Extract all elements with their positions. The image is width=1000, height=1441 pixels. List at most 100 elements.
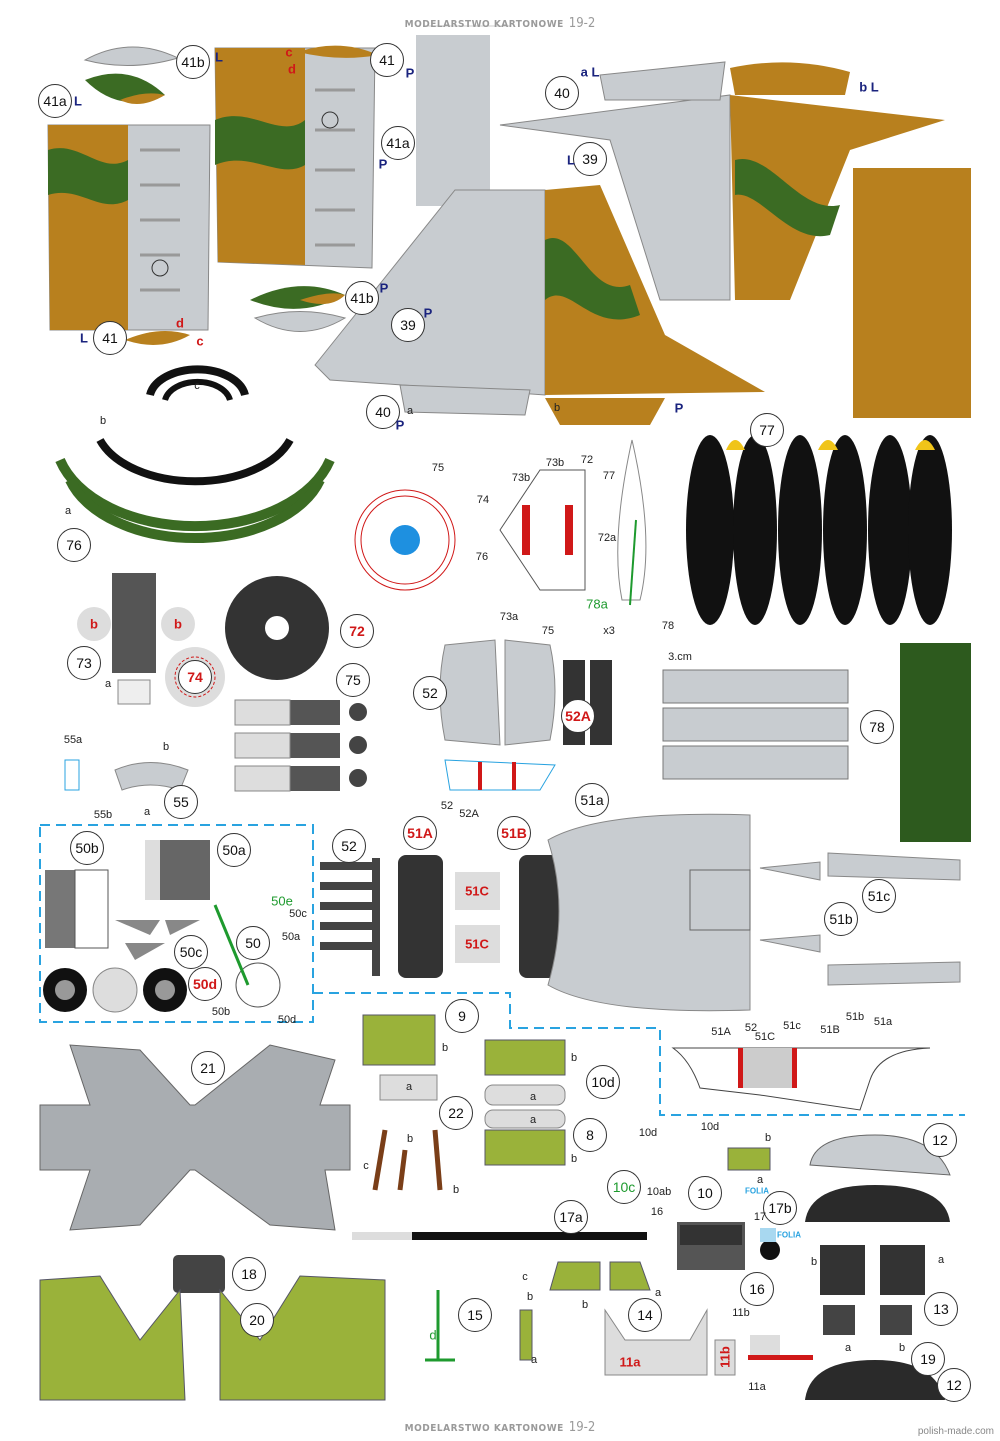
part-sub-label: 52A bbox=[459, 808, 479, 820]
part-number-callout: 15 bbox=[458, 1298, 492, 1332]
part-sub-label: 50d bbox=[277, 1014, 297, 1026]
part-number-callout: 9 bbox=[445, 999, 479, 1033]
part-number-callout: 8 bbox=[573, 1118, 607, 1152]
part-number-callout: 10d bbox=[586, 1065, 620, 1099]
part-sub-label: a L bbox=[580, 64, 600, 80]
part-sub-label: 72a bbox=[597, 532, 617, 544]
part-sub-label: 11b bbox=[732, 1307, 750, 1319]
part-sub-label: b bbox=[764, 1132, 772, 1144]
part-number-callout: 14 bbox=[628, 1298, 662, 1332]
part-sub-label: b bbox=[898, 1342, 906, 1354]
part-sub-label: 77 bbox=[602, 470, 616, 482]
part-sub-label: a bbox=[844, 1342, 852, 1354]
part-sub-label: FOLIA bbox=[777, 1230, 801, 1240]
part-sub-label: 74 bbox=[476, 494, 490, 506]
part-sub-label: b bbox=[570, 1153, 578, 1165]
part-sub-label: 73a bbox=[499, 611, 519, 623]
part-number-callout: 41 bbox=[370, 43, 404, 77]
header-title: MODELARSTWO KARTONOWE bbox=[404, 19, 564, 30]
part-sub-label: L bbox=[74, 93, 82, 109]
part-sub-label: 51a bbox=[873, 1016, 893, 1028]
part-sub-label: P bbox=[395, 417, 405, 433]
part-sub-label: b L bbox=[859, 79, 879, 95]
part-number-callout: 41b bbox=[345, 281, 379, 315]
part-41a-left bbox=[47, 124, 211, 331]
part-sub-label: 51C bbox=[465, 883, 489, 899]
part-number-callout: 50b bbox=[70, 831, 104, 865]
part-sub-label: a bbox=[654, 1287, 662, 1299]
part-sub-label: c bbox=[522, 1271, 528, 1283]
part-sub-label: b bbox=[162, 741, 170, 753]
part-sub-label: c bbox=[285, 44, 293, 60]
part-number-callout: 41 bbox=[93, 321, 127, 355]
part-sub-label: b bbox=[553, 402, 561, 414]
part-sub-label: 76 bbox=[475, 551, 489, 563]
part-sub-label: 50e bbox=[271, 893, 293, 909]
part-number-callout: 19 bbox=[911, 1342, 945, 1376]
part-sub-label: a bbox=[529, 1091, 537, 1103]
part-number-callout: 21 bbox=[191, 1051, 225, 1085]
part-sub-label: 10d bbox=[700, 1121, 720, 1133]
part-sub-label: 11b bbox=[717, 1346, 733, 1368]
part-number-callout: 74 bbox=[178, 660, 212, 694]
part-sub-label: b bbox=[526, 1291, 534, 1303]
part-sub-label: P bbox=[379, 280, 389, 296]
part-number-callout: 22 bbox=[439, 1096, 473, 1130]
part-sub-label: a bbox=[530, 1354, 538, 1366]
part-sub-label: 75 bbox=[431, 462, 445, 474]
part-sub-label: b bbox=[406, 1133, 414, 1145]
part-number-callout: 50d bbox=[188, 967, 222, 1001]
part-number-callout: 51c bbox=[862, 879, 896, 913]
part-number-callout: 40 bbox=[366, 395, 400, 429]
part-sub-label: a bbox=[405, 1081, 413, 1093]
part-sub-label: a bbox=[143, 806, 151, 818]
part-number-callout: 16 bbox=[740, 1272, 774, 1306]
part-number-callout: 72 bbox=[340, 614, 374, 648]
part-number-callout: 17b bbox=[763, 1191, 797, 1225]
part-number-callout: 51b bbox=[824, 902, 858, 936]
part-number-callout: 41b bbox=[176, 45, 210, 79]
part-sub-label: FOLIA bbox=[745, 1186, 769, 1196]
part-number-callout: 40 bbox=[545, 76, 579, 110]
part-76-fan bbox=[55, 365, 335, 544]
part-sub-label: 51b bbox=[845, 1011, 865, 1023]
part-sub-label: a bbox=[64, 505, 72, 517]
part-77-prop-blades bbox=[686, 435, 952, 625]
part-sub-label: b bbox=[570, 1052, 578, 1064]
part-sub-label: b bbox=[581, 1299, 589, 1311]
part-number-callout: 77 bbox=[750, 413, 784, 447]
part-sub-label: x3 bbox=[603, 625, 615, 637]
part-sub-label: d bbox=[429, 1327, 437, 1343]
part-sub-label: a bbox=[104, 678, 112, 690]
part-number-callout: 41a bbox=[381, 126, 415, 160]
part-number-callout: 20 bbox=[240, 1303, 274, 1337]
part-number-callout: 12 bbox=[937, 1368, 971, 1402]
part-sub-label: P bbox=[674, 400, 684, 416]
part-sub-label: 52 bbox=[744, 1022, 758, 1034]
part-sub-label: 50b bbox=[211, 1006, 231, 1018]
part-sub-label: b bbox=[174, 616, 182, 632]
part-sub-label: 11a bbox=[619, 1354, 641, 1370]
part-sub-label: a bbox=[529, 1114, 537, 1126]
footer-site: polish-made.com bbox=[917, 1426, 994, 1437]
part-sub-label: b bbox=[441, 1042, 449, 1054]
part-sub-label: d bbox=[176, 315, 184, 331]
part-sub-label: L bbox=[567, 152, 575, 168]
part-sub-label: P bbox=[378, 156, 388, 172]
part-sub-label: c bbox=[194, 380, 200, 392]
footer-title: MODELARSTWO KARTONOWE bbox=[404, 1423, 564, 1434]
part-sub-label: 73b bbox=[545, 457, 565, 469]
part-sub-label: P bbox=[423, 305, 433, 321]
part-number-callout: 17a bbox=[554, 1200, 588, 1234]
part-sub-label: 16 bbox=[650, 1206, 664, 1218]
part-number-callout: 51B bbox=[497, 816, 531, 850]
part-sub-label: b bbox=[90, 616, 98, 632]
part-sub-label: c bbox=[196, 333, 204, 349]
part-sub-label: 51c bbox=[783, 1020, 801, 1032]
part-sub-label: 78a bbox=[586, 596, 608, 612]
part-number-callout: 13 bbox=[924, 1292, 958, 1326]
part-sub-label: a bbox=[756, 1174, 764, 1186]
